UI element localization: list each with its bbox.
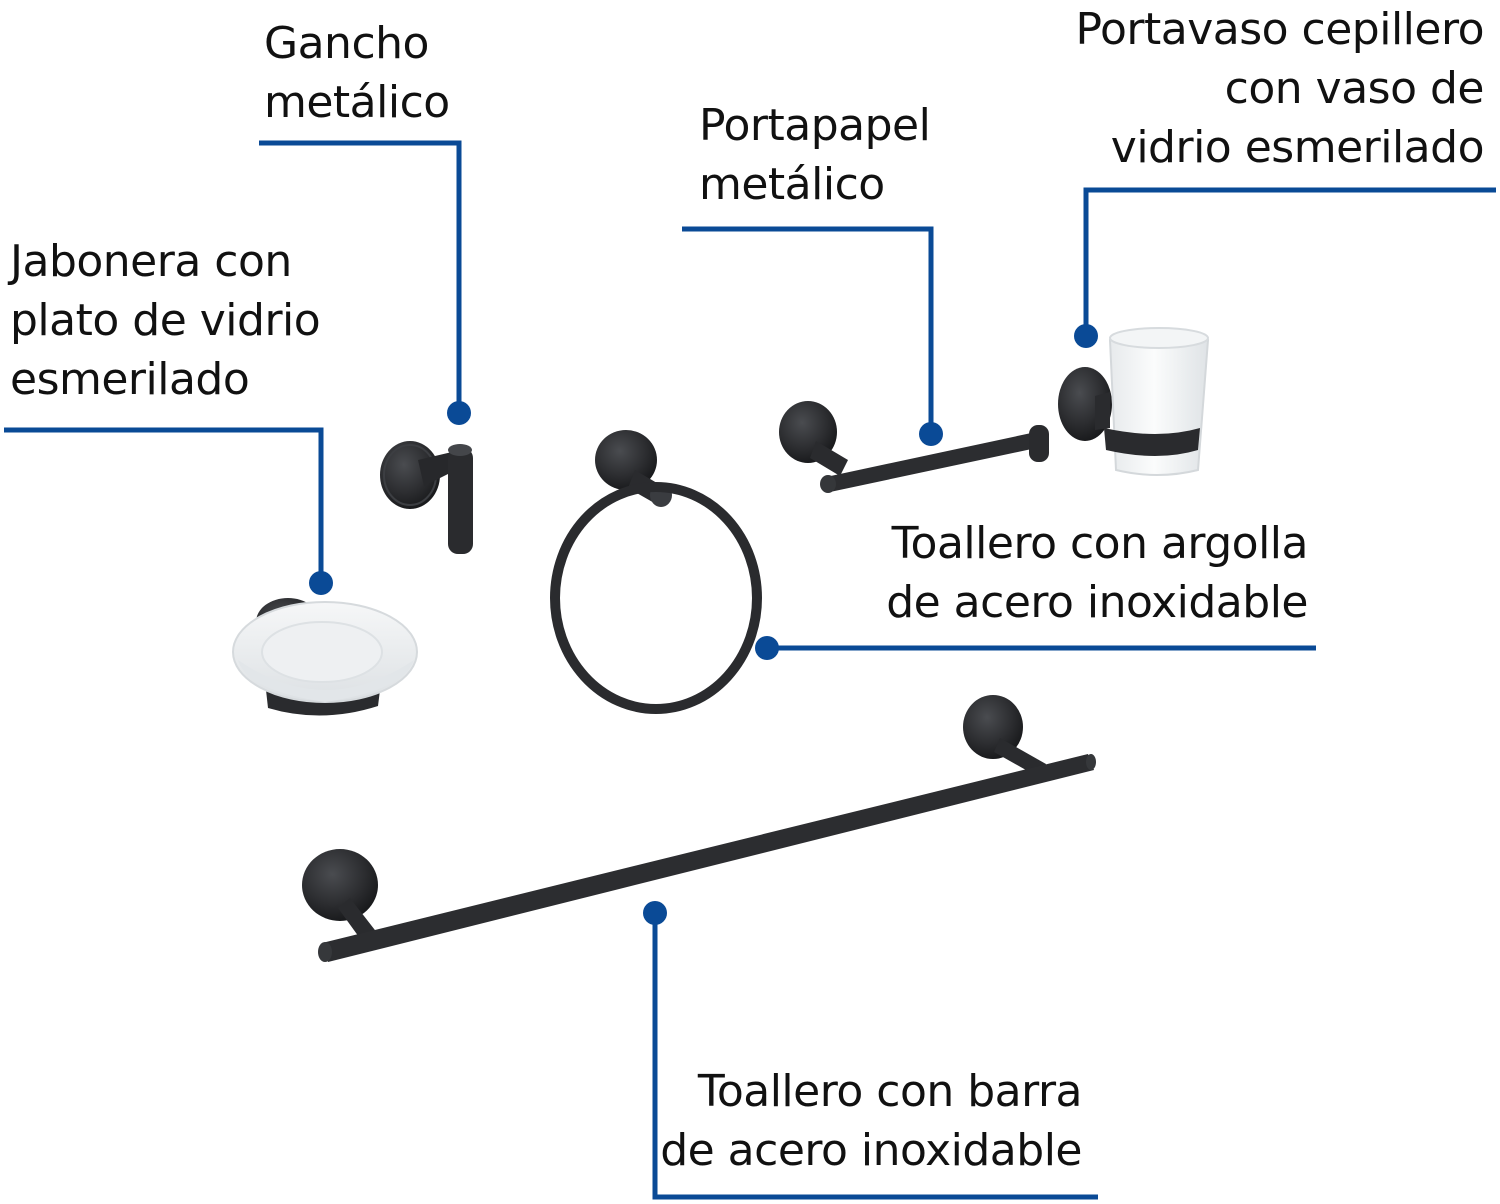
callout-line-gancho xyxy=(259,140,462,413)
callout-portapapel xyxy=(682,226,943,446)
label-jabonera-line3: esmerilado xyxy=(10,354,250,405)
label-barra-line1: Toallero con barra xyxy=(697,1066,1083,1117)
callout-line-barra xyxy=(652,913,1098,1200)
towel-bar-fixture xyxy=(302,695,1096,962)
robe-hook-fixture xyxy=(380,441,473,554)
label-jabonera-line1: Jabonera con xyxy=(10,236,292,287)
label-portavaso-line2: con vaso de xyxy=(1224,63,1485,114)
soap-dish-fixture xyxy=(232,598,418,716)
label-jabonera-line2: plato de vidrio xyxy=(10,295,321,346)
callout-dot-portavaso xyxy=(1074,324,1098,348)
callout-jabonera xyxy=(4,427,333,595)
callout-line-jabonera xyxy=(4,427,324,583)
label-barra: Toallero con barra de acero inoxidable xyxy=(660,1062,1082,1180)
label-jabonera: Jabonera con plato de vidrio esmerilado xyxy=(10,232,321,409)
callout-dot-gancho xyxy=(447,401,471,425)
paper-holder-fixture xyxy=(779,401,1049,493)
callout-barra xyxy=(643,901,1098,1200)
label-gancho: Gancho metálico xyxy=(264,14,450,132)
label-argolla-line2: de acero inoxidable xyxy=(886,577,1308,628)
label-barra-line2: de acero inoxidable xyxy=(660,1125,1082,1176)
cup-holder-fixture xyxy=(1058,327,1210,476)
label-portapapel-line2: metálico xyxy=(699,159,885,210)
callout-line-portavaso xyxy=(1083,187,1496,336)
callout-dot-barra xyxy=(643,901,667,925)
callout-dot-argolla xyxy=(755,636,779,660)
label-portavaso: Portavaso cepillero con vaso de vidrio e… xyxy=(1076,0,1485,177)
towel-ring-fixture xyxy=(550,430,762,714)
callout-portavaso xyxy=(1074,187,1496,348)
callout-line-portapapel xyxy=(682,226,934,434)
label-argolla-line1: Toallero con argolla xyxy=(891,518,1309,569)
label-gancho-line2: metálico xyxy=(264,77,450,128)
callout-dot-portapapel xyxy=(919,422,943,446)
label-portavaso-line3: vidrio esmerilado xyxy=(1110,122,1485,173)
label-portapapel: Portapapel metálico xyxy=(699,96,931,214)
label-portavaso-line1: Portavaso cepillero xyxy=(1075,4,1485,55)
label-gancho-line1: Gancho xyxy=(264,18,429,69)
label-portapapel-line1: Portapapel xyxy=(699,100,931,151)
callout-argolla xyxy=(755,636,1316,660)
callout-gancho xyxy=(259,140,471,425)
label-argolla: Toallero con argolla de acero inoxidable xyxy=(886,514,1308,632)
callout-dot-jabonera xyxy=(309,571,333,595)
